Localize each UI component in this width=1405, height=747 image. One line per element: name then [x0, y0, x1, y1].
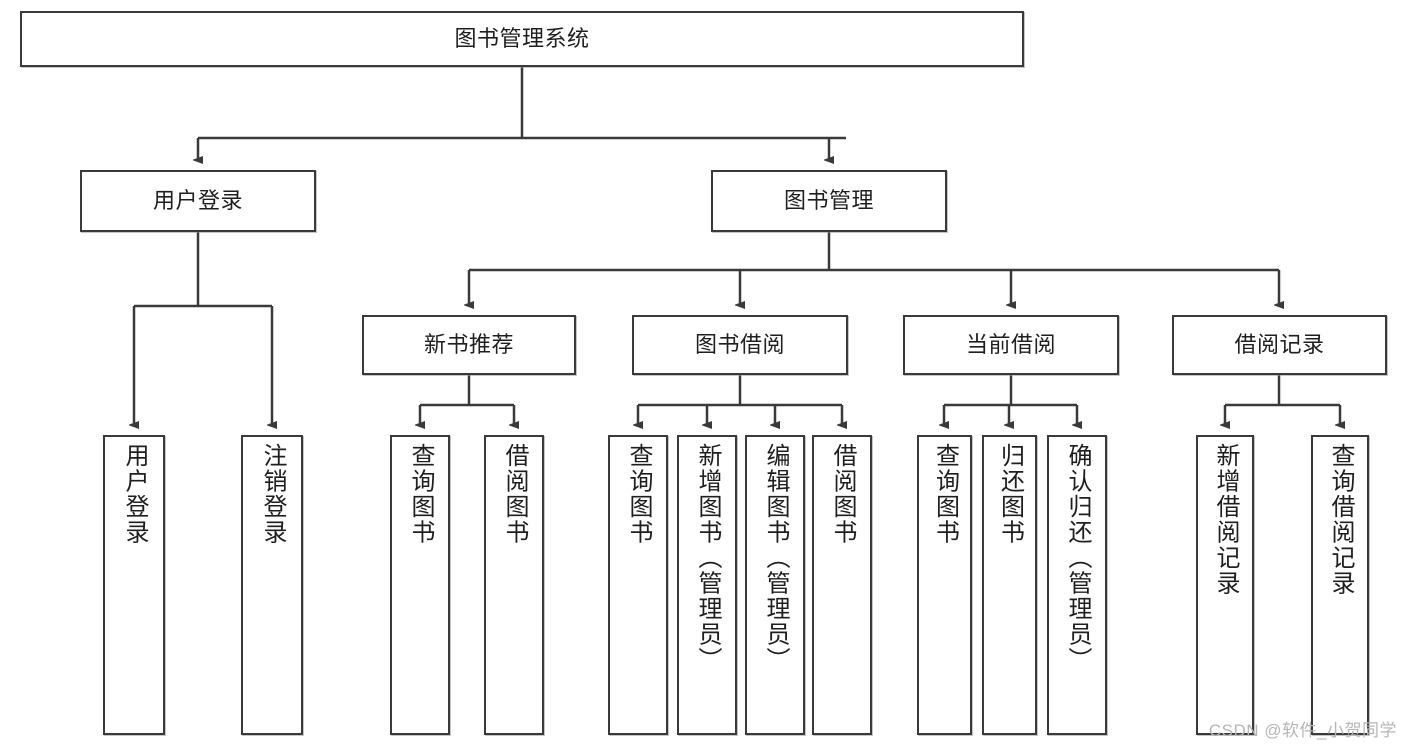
- node-new-book-recommend-label: 新书推荐: [423, 332, 514, 358]
- node-root[interactable]: 图书管理系统: [20, 11, 1024, 67]
- node-leaf-add-book-label: 新增图书（管理员）: [694, 443, 721, 673]
- node-leaf-add-record[interactable]: 新增借阅记录: [1196, 435, 1254, 735]
- node-leaf-return-book-label: 归还图书: [996, 443, 1024, 545]
- node-leaf-query-book-nbr-label: 查询图书: [407, 443, 434, 545]
- node-current-borrow-label: 当前借阅: [965, 332, 1056, 358]
- node-leaf-query-book-cb-label: 查询图书: [931, 443, 959, 545]
- node-borrow-record[interactable]: 借阅记录: [1172, 315, 1387, 375]
- node-leaf-confirm-return[interactable]: 确认归还（管理员）: [1047, 435, 1107, 735]
- node-leaf-confirm-return-label: 确认归还（管理员）: [1064, 443, 1091, 673]
- node-leaf-logout-login[interactable]: 注销登录: [241, 435, 303, 735]
- node-leaf-edit-book-label: 编辑图书（管理员）: [762, 443, 789, 673]
- node-current-borrow[interactable]: 当前借阅: [903, 315, 1119, 375]
- node-leaf-query-book-cb[interactable]: 查询图书: [917, 435, 972, 735]
- node-borrow-record-label: 借阅记录: [1234, 332, 1325, 358]
- node-leaf-query-book-bb[interactable]: 查询图书: [608, 435, 668, 735]
- node-root-label: 图书管理系统: [454, 26, 590, 52]
- node-leaf-borrow-book-nbr[interactable]: 借阅图书: [484, 435, 544, 735]
- node-leaf-add-book[interactable]: 新增图书（管理员）: [677, 435, 737, 735]
- node-book-manage[interactable]: 图书管理: [711, 170, 947, 232]
- node-book-borrow-label: 图书借阅: [694, 332, 785, 358]
- node-book-manage-label: 图书管理: [783, 188, 874, 214]
- node-leaf-user-login[interactable]: 用户登录: [103, 435, 165, 735]
- node-book-borrow[interactable]: 图书借阅: [632, 315, 848, 375]
- node-leaf-query-book-nbr[interactable]: 查询图书: [390, 435, 450, 735]
- node-leaf-user-login-label: 用户登录: [121, 443, 148, 545]
- node-leaf-query-book-bb-label: 查询图书: [625, 443, 652, 545]
- node-user-login-label: 用户登录: [152, 188, 243, 214]
- node-leaf-logout-login-label: 注销登录: [259, 443, 286, 545]
- node-leaf-add-record-label: 新增借阅记录: [1212, 443, 1239, 596]
- node-leaf-borrow-book-bb[interactable]: 借阅图书: [812, 435, 872, 735]
- node-leaf-borrow-book-nbr-label: 借阅图书: [501, 443, 528, 545]
- node-new-book-recommend[interactable]: 新书推荐: [362, 315, 576, 375]
- node-user-login[interactable]: 用户登录: [80, 170, 316, 232]
- node-leaf-borrow-book-bb-label: 借阅图书: [829, 443, 856, 545]
- node-leaf-query-record-label: 查询借阅记录: [1327, 443, 1354, 596]
- node-leaf-return-book[interactable]: 归还图书: [982, 435, 1037, 735]
- node-leaf-query-record[interactable]: 查询借阅记录: [1311, 435, 1369, 735]
- watermark-text: CSDN @软件_小贺同学: [1208, 721, 1397, 740]
- node-leaf-edit-book[interactable]: 编辑图书（管理员）: [745, 435, 805, 735]
